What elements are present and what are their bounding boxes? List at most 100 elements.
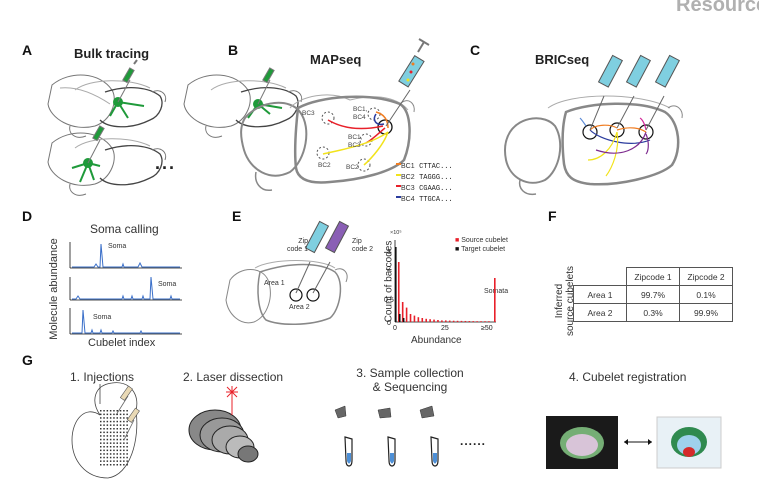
x-tick-label: 0 <box>393 325 397 332</box>
source-bar <box>409 314 412 322</box>
injection-dot <box>116 410 118 412</box>
injection-dot <box>109 410 112 412</box>
y-multiplier-label: ×10⁵ <box>390 230 402 236</box>
injection-dot <box>103 456 105 459</box>
source-bar <box>464 320 467 322</box>
injection-dot <box>109 435 112 437</box>
injection-dot <box>106 446 109 448</box>
injection-dot <box>109 428 112 430</box>
injection-dot <box>103 410 105 412</box>
legend-item-bc4: BC4 TTGCA... <box>396 193 453 204</box>
target-label: BC1, <box>353 106 368 113</box>
source-bar <box>452 320 455 322</box>
coronal-sections-icon <box>188 409 259 463</box>
injection-dot <box>103 417 105 419</box>
injection-dot <box>106 431 109 434</box>
injection-dot <box>103 446 105 448</box>
sagittal-brain-icon <box>225 260 348 326</box>
panel-label-c: C <box>470 42 481 58</box>
injection-dot <box>123 424 125 426</box>
injection-dot <box>100 410 102 412</box>
injection-dot <box>109 449 112 452</box>
target-label: BC3 <box>302 110 315 117</box>
injection-dot <box>106 435 109 437</box>
injection-dot <box>126 417 128 419</box>
injection-dot <box>119 428 122 430</box>
source-bar <box>425 318 427 322</box>
area-2-label: Area 2 <box>289 304 310 311</box>
step-3-label: 3. Sample collection& Sequencing <box>356 366 464 394</box>
injection-dot <box>103 449 105 452</box>
injection-dot <box>123 446 125 448</box>
injection-dot <box>119 460 122 462</box>
injection-dot <box>123 420 125 423</box>
injection-dot <box>103 442 105 444</box>
injection-dot <box>119 431 122 434</box>
injection-dot <box>126 431 128 434</box>
injection-dot <box>113 453 115 455</box>
source-bar <box>405 307 408 322</box>
source-bar <box>472 321 475 322</box>
soma-annotation: Soma <box>158 281 177 288</box>
ellipsis: ... <box>155 153 177 173</box>
injection-dot <box>103 460 105 462</box>
x-tick-label: 25 <box>441 325 449 332</box>
injection-dot <box>113 431 115 434</box>
injection-dot <box>109 417 112 419</box>
target-bar <box>398 314 401 322</box>
injection-dot <box>100 464 102 466</box>
injection-dot <box>119 449 122 452</box>
injection-dot <box>113 413 115 416</box>
injection-dot <box>103 435 105 437</box>
somata-annotation: Somata <box>484 288 509 295</box>
injection-dot <box>123 449 125 452</box>
injection-dot <box>106 464 109 466</box>
legend-item-bc2: BC2 TAGGG... <box>396 171 453 182</box>
injection-dot <box>109 420 112 423</box>
injection-dot <box>126 446 128 448</box>
injection-dot <box>103 413 105 416</box>
injection-dot <box>126 424 128 426</box>
injection-dot <box>116 435 118 437</box>
injection-dot <box>109 456 112 459</box>
injection-dot <box>116 424 118 426</box>
step-2-label: 2. Laser dissection <box>183 370 284 384</box>
panel-label-e: E <box>232 208 242 224</box>
sagittal-brain-icon <box>47 125 167 196</box>
target-label: BC1, <box>348 134 363 141</box>
injection-dot <box>123 413 125 416</box>
injection-dot <box>106 424 109 426</box>
injection-dot <box>113 460 115 462</box>
injection-dot <box>123 431 125 434</box>
syringe-icons <box>115 385 140 441</box>
source-bar <box>429 319 431 322</box>
injection-dot <box>116 453 118 455</box>
target-bar <box>402 318 405 322</box>
injection-dot <box>123 453 125 455</box>
injection-dot <box>100 438 102 441</box>
injection-dot <box>119 464 122 466</box>
y-tick-label: 3 <box>387 249 391 256</box>
injection-dot <box>116 460 118 462</box>
injection-dot <box>126 460 128 462</box>
laser-icon <box>226 386 238 415</box>
injection-dot <box>103 438 105 441</box>
injection-dot <box>119 453 122 455</box>
injection-dot <box>109 464 112 466</box>
injection-dot <box>126 442 128 444</box>
panel-label-a: A <box>22 42 33 58</box>
injection-dot <box>113 449 115 452</box>
panel-label-b: B <box>228 42 239 58</box>
source-bar <box>421 318 424 322</box>
injection-dot <box>106 449 109 452</box>
injection-dot <box>100 431 102 434</box>
injection-dot <box>100 428 102 430</box>
target-label: BC4 <box>353 114 366 121</box>
sagittal-brain-icon <box>47 74 167 138</box>
